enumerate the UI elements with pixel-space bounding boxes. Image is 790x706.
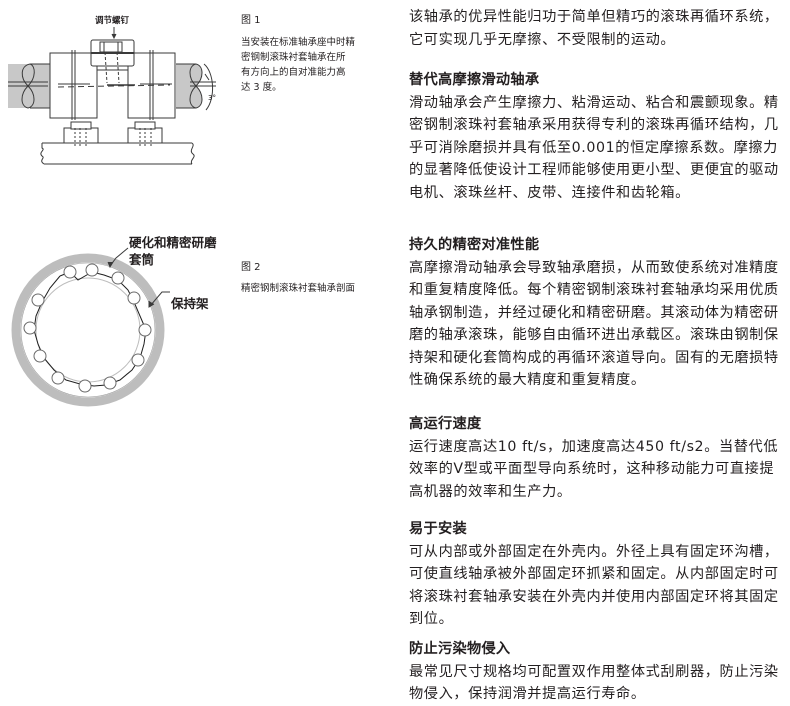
section-replace-sliding-bearings: 替代高摩擦滑动轴承 滑动轴承会产生摩擦力、粘滑运动、粘合和震颤现象。精密钢制滚珠… [409,69,783,204]
ball [33,349,47,363]
figure-1: 调节螺钉 3° 图 1 当安装在标准轴承座中时精 密钢制滚珠衬套轴承在所 有方向… [0,0,400,210]
figure-2-label: 图 2 [241,262,261,273]
sleeve-callout-line: 硬化和精密研磨 [129,235,217,250]
ball [63,265,77,279]
ball [51,371,65,385]
figure-2: 硬化和精密研磨 套筒 保持架 图 2 精密钢制滚珠衬套轴承剖面 [0,220,400,420]
section-contamination: 防止污染物侵入 最常见尺寸规格均可配置双作用整体式刮刷器，防止污染物侵入，保持润… [409,638,783,706]
intro-paragraph: 该轴承的优异性能归功于简单但精巧的滚珠再循环系统，它可实现几乎无摩擦、不受限制的… [409,9,779,48]
angle-label: 3° [208,94,216,102]
ball [127,291,141,305]
ball [85,263,99,277]
figure-1-label: 图 1 [241,15,261,26]
sleeve-callout-line: 套筒 [129,252,155,267]
section-heading: 易于安装 [409,521,467,537]
figure-2-drawing [11,247,170,407]
ball [78,379,92,393]
ball [31,293,45,307]
section-body: 滑动轴承会产生摩擦力、粘滑运动、粘合和震颤现象。精密钢制滚珠衬套轴承采用获得专利… [409,94,779,201]
figure-1-caption-line: 当安装在标准轴承座中时精 [241,37,356,48]
left-housing [49,52,98,119]
section-heading: 高运行速度 [409,416,482,432]
ball [23,321,37,335]
figure-1-drawing [8,27,216,165]
section-precision-alignment: 持久的精密对准性能 高摩擦滑动轴承会导致轴承磨损，从而致使系统对准精度和重复精度… [409,234,783,392]
figure-1-caption-line: 密钢制滚珠衬套轴承在所 [241,52,346,63]
section-heading: 防止污染物侵入 [409,641,511,657]
section-high-speed: 高运行速度 运行速度高达10 ft/s，加速度高达450 ft/s2。当替代低效… [409,413,783,503]
section-body: 可从内部或外部固定在外壳内。外径上具有固定环沟槽，可使直线轴承被外部固定环抓紧和… [409,543,779,628]
ball [138,323,152,337]
section-heading: 持久的精密对准性能 [409,237,540,253]
ball [131,353,145,367]
retainer-callout: 保持架 [171,296,209,311]
figure-1-caption-line: 达 3 度。 [241,82,282,93]
ball [103,376,117,390]
section-body: 运行速度高达10 ft/s，加速度高达450 ft/s2。当替代低效率的V型或平… [409,438,779,500]
section-body: 最常见尺寸规格均可配置双作用整体式刮刷器，防止污染物侵入，保持润滑并提高运行寿命… [409,663,779,703]
ball [111,271,125,285]
section-easy-install: 易于安装 可从内部或外部固定在外壳内。外径上具有固定环沟槽，可使直线轴承被外部固… [409,518,783,631]
hardened-sleeve [11,253,165,407]
figure-2-caption: 精密钢制滚珠衬套轴承剖面 [241,283,356,294]
section-body: 高摩擦滑动轴承会导致轴承磨损，从而致使系统对准精度和重复精度降低。每个精密钢制滚… [409,259,779,389]
section-heading: 替代高摩擦滑动轴承 [409,72,540,88]
figure-1-caption-line: 有方向上的自对准能力高 [241,67,346,78]
adjusting-screw-callout: 调节螺钉 [95,16,130,26]
